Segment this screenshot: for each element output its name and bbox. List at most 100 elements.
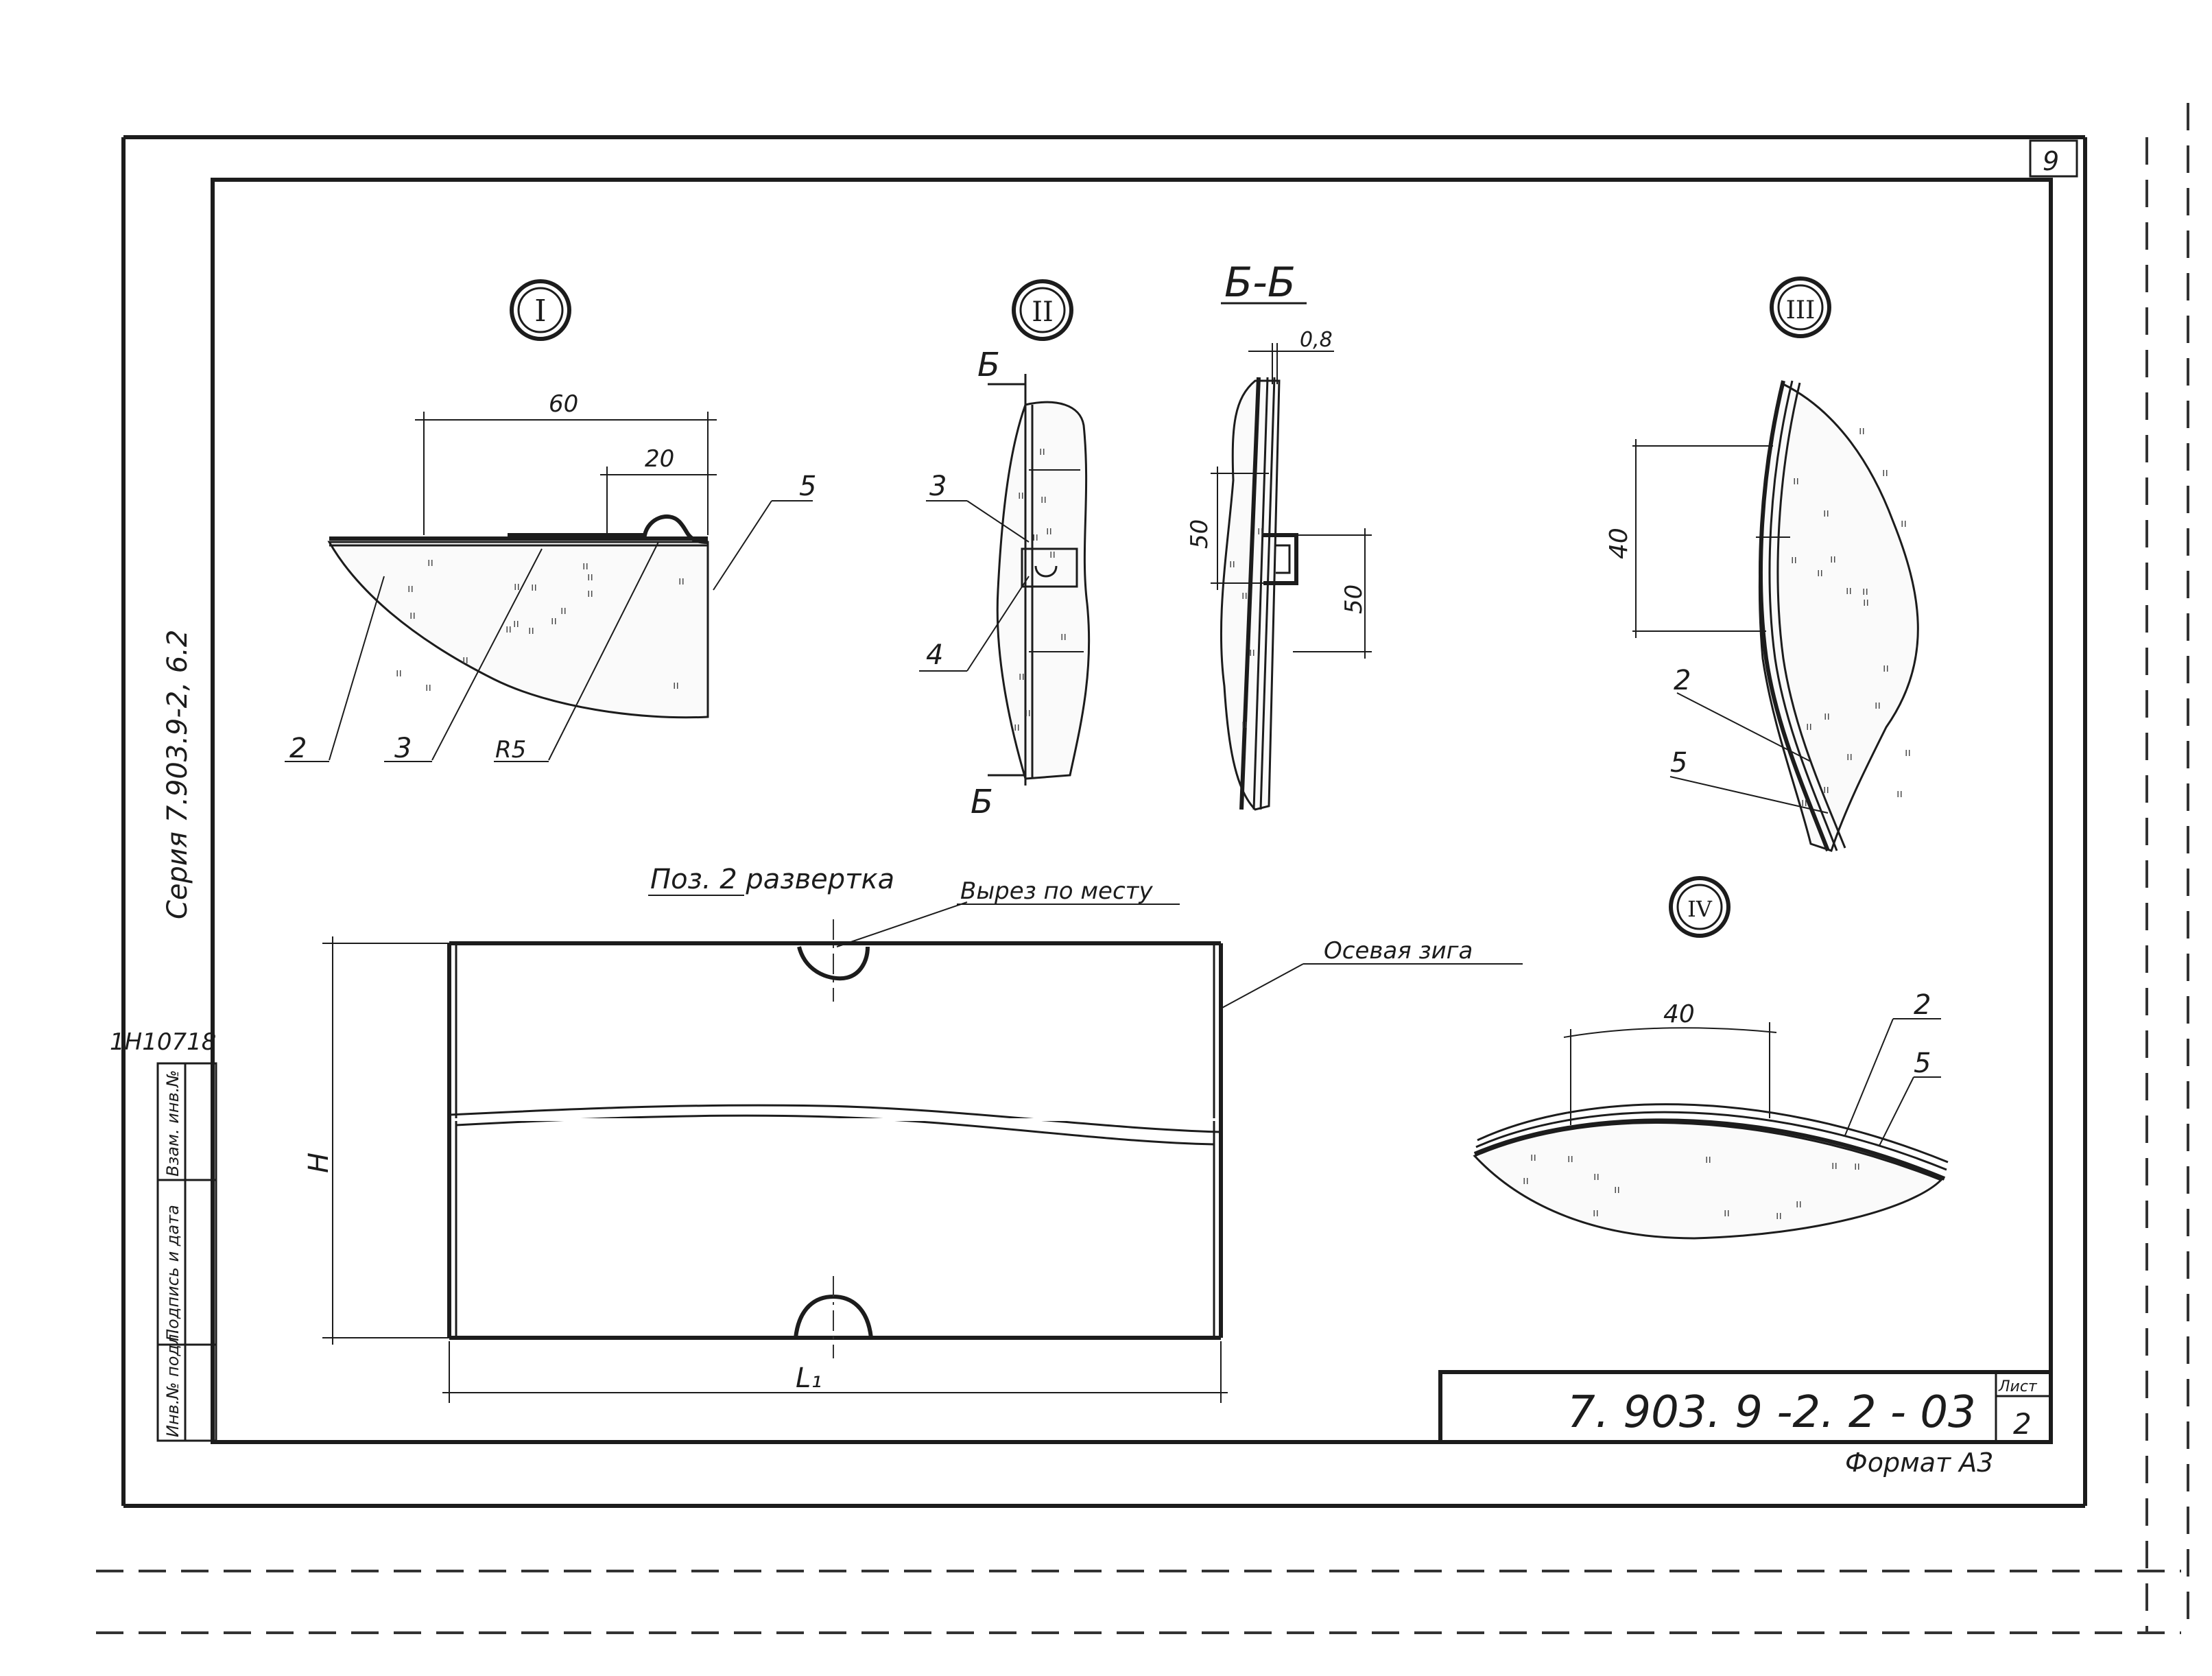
insulation-speckle: ıı — [1523, 1174, 1529, 1187]
insulation-speckle: ıı — [1905, 746, 1911, 759]
view-1-callout-2: 2 — [289, 733, 307, 764]
view-4-drawing — [1473, 1018, 1949, 1240]
insulation-speckle: ıı — [551, 614, 557, 627]
development-dim-l1: L₁ — [796, 1362, 822, 1394]
sheet-label: Лист — [1998, 1378, 2038, 1395]
view-2-callout-4: 4 — [926, 639, 943, 671]
insulation-speckle: ıı — [1823, 506, 1829, 519]
insulation-speckle: ıı — [1875, 698, 1881, 711]
insulation-speckle: ıı — [582, 559, 588, 572]
view-1-dim-60: 60 — [549, 390, 578, 418]
insulation-speckle: ıı — [506, 622, 512, 635]
insulation-speckle: ıı — [1882, 466, 1888, 479]
stamp-label-replace: Взам. инв.№ — [163, 1070, 182, 1177]
view-1-dim-20: 20 — [645, 445, 674, 473]
insulation-speckle: ıı — [1776, 1209, 1782, 1222]
insulation-speckle: ıı — [1705, 1153, 1711, 1166]
section-dim-0-8: 0,8 — [1300, 328, 1333, 352]
title-block — [1438, 1370, 2053, 1444]
insulation-speckle: ıı — [427, 556, 433, 569]
view-1-drawing — [285, 412, 813, 762]
insulation-speckle: ıı — [1724, 1206, 1730, 1219]
insulation-speckle: ıı — [673, 678, 679, 692]
inventory-number: 1Н10718 — [110, 1028, 216, 1056]
insulation-speckle: ıı — [1241, 589, 1248, 602]
insulation-speckle: ıı — [1046, 524, 1052, 537]
insulation-speckle: ıı — [462, 653, 468, 666]
insulation-speckle: ıı — [1025, 706, 1031, 719]
insulation-speckle: ıı — [1846, 750, 1853, 763]
view-3-callout-5: 5 — [1670, 747, 1687, 779]
insulation-speckle: ıı — [1859, 424, 1865, 437]
insulation-speckle: ıı — [678, 574, 685, 587]
insulation-speckle: ıı — [1863, 595, 1869, 609]
insulation-speckle: ıı — [1530, 1150, 1536, 1164]
view-1-callout-r5: R5 — [495, 736, 526, 764]
insulation-speckle: ıı — [1593, 1206, 1599, 1219]
insulation-speckle: ıı — [409, 609, 416, 622]
insulation-speckle: ıı — [1032, 530, 1038, 543]
insulation-speckle: ıı — [1854, 1159, 1860, 1172]
insulation-speckle: ıı — [1049, 547, 1056, 560]
section-dim-50-left: 50 — [1186, 519, 1213, 549]
insulation-speckle: ıı — [1806, 720, 1812, 733]
insulation-speckle: ıı — [1791, 553, 1797, 566]
stamp-label-sign: Подпись и дата — [163, 1205, 182, 1341]
view-2-marker-label: II — [1032, 296, 1054, 328]
view-2-drawing — [919, 374, 1091, 786]
insulation-speckle: ıı — [1567, 1152, 1573, 1165]
view-3-marker-label: III — [1786, 296, 1816, 324]
development-cutout-note: Вырез по месту — [960, 877, 1153, 905]
insulation-speckle: ıı — [1883, 661, 1889, 674]
sheet-number: 2 — [2013, 1407, 2032, 1441]
view-4-marker-label: IV — [1687, 896, 1713, 922]
title-code: 7. 903. 9 -2. 2 - 03 — [1567, 1387, 1976, 1438]
insulation-speckle: ıı — [528, 624, 534, 637]
view-1-callout-3: 3 — [394, 733, 412, 764]
insulation-speckle: ıı — [531, 580, 537, 593]
view-2-cut-bottom: Б — [971, 783, 993, 821]
insulation-speckle: ıı — [1014, 720, 1020, 733]
insulation-speckle: ıı — [407, 582, 414, 595]
corner-sheet-number: 9 — [2043, 146, 2059, 176]
stamp-label-inv: Инв.№ подл. — [163, 1329, 182, 1437]
insulation-speckle: ıı — [1229, 557, 1235, 570]
insulation-speckle: ıı — [1862, 585, 1868, 598]
insulation-speckle: ıı — [396, 666, 402, 679]
view-4-marker — [1669, 876, 1731, 938]
development-title: Поз. 2 развертка — [650, 864, 894, 895]
insulation-speckle: ıı — [425, 681, 431, 694]
view-1-marker-label: I — [534, 294, 546, 329]
development-drawing — [322, 895, 1523, 1403]
left-stamp — [156, 1062, 217, 1442]
insulation-speckle: ıı — [514, 580, 520, 593]
section-drawing — [1211, 343, 1372, 811]
insulation-speckle: ıı — [1817, 566, 1823, 579]
view-2-cut-top: Б — [977, 346, 1000, 384]
series-side-label: Серия 7.903.9-2, 6.2 — [162, 630, 193, 919]
insulation-speckle: ıı — [1796, 1197, 1802, 1210]
insulation-speckle: ıı — [1060, 630, 1067, 643]
section-title: Б-Б — [1224, 259, 1296, 307]
insulation-speckle: ıı — [1901, 517, 1907, 530]
development-dim-h: H — [303, 1153, 335, 1173]
view-2-callout-3: 3 — [929, 471, 947, 502]
insulation-speckle: ıı — [1896, 787, 1903, 800]
view-2-marker — [1012, 279, 1073, 341]
view-3-drawing — [1632, 380, 1919, 852]
view-4-callout-2: 2 — [1914, 989, 1931, 1021]
section-dim-50-right: 50 — [1340, 585, 1368, 614]
insulation-speckle: ıı — [560, 604, 567, 617]
view-1-marker — [510, 279, 571, 341]
insulation-speckle: ıı — [1040, 493, 1047, 506]
insulation-speckle: ıı — [1249, 646, 1255, 659]
view-4-dim-40: 40 — [1663, 1000, 1695, 1028]
insulation-speckle: ıı — [587, 587, 593, 600]
view-3-callout-2: 2 — [1674, 665, 1691, 696]
view-4-callout-5: 5 — [1914, 1048, 1931, 1079]
insulation-speckle: ıı — [1593, 1170, 1599, 1183]
insulation-speckle: ıı — [1614, 1183, 1620, 1196]
insulation-speckle: ıı — [1793, 474, 1799, 487]
view-3-marker — [1770, 276, 1831, 338]
insulation-speckle: ıı — [1830, 552, 1836, 565]
